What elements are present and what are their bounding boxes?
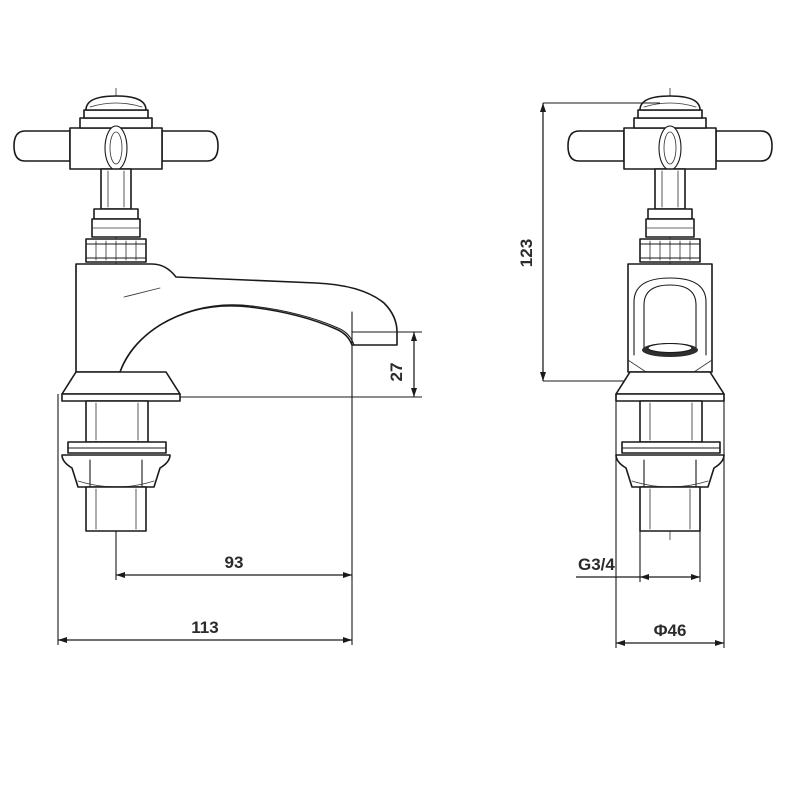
body-and-spout-side (75, 263, 398, 373)
handle-cap-tier-2 (83, 109, 149, 119)
backnut-hex (61, 454, 171, 488)
arrow-113-right (343, 637, 352, 643)
dim-label-g34: G3/4 (578, 555, 615, 574)
handle-arm-left (13, 130, 71, 162)
backnut-hex-front (615, 454, 725, 488)
arrow-phi46-right (715, 640, 724, 646)
dim-label-123: 123 (517, 239, 536, 267)
spout-arch-inner (643, 284, 697, 353)
handle-arm-right-front (715, 130, 773, 162)
spindle-shaft (100, 168, 132, 210)
handle-cap-tier-2-front (637, 109, 703, 119)
handle-arm-left-front (567, 130, 625, 162)
base-flange-side (61, 371, 181, 402)
handle-center-boss (104, 125, 128, 171)
arrow-g34-left (640, 574, 649, 580)
base-flange-front (615, 371, 725, 402)
dim-label-phi46: Φ46 (654, 621, 687, 640)
arrow-phi46-left (616, 640, 625, 646)
shank-thread-body (85, 400, 149, 443)
arrow-123-bottom (540, 372, 546, 381)
dim-label-27: 27 (387, 363, 406, 382)
collar-ring-upper-front (647, 208, 693, 220)
front-view-group (567, 88, 773, 540)
flange-plate-front (615, 393, 725, 402)
flange-taper-front (615, 371, 725, 395)
shank-assembly-front (615, 400, 725, 532)
arrow-27-top (411, 332, 417, 341)
dim-label-93: 93 (225, 553, 244, 572)
handle-arm-right (161, 130, 219, 162)
body-bottom-chamfer-left (627, 359, 647, 373)
spindle-side (100, 168, 132, 210)
arrow-123-top (540, 103, 546, 112)
handle-center-boss-front (658, 125, 682, 171)
flange-taper (61, 371, 181, 395)
tail-pipe-front (639, 486, 701, 532)
body-bottom-chamfer-right (693, 359, 713, 373)
collar-ring-upper (93, 208, 139, 220)
headwork-collar-front (639, 208, 701, 263)
flange-plate (61, 393, 181, 402)
side-view-dimensions: 27 93 113 (57, 331, 422, 645)
tail-pipe (85, 486, 147, 532)
arrow-27-bottom (411, 388, 417, 397)
shank-thread-body-front (639, 400, 703, 443)
spout-arch-outer (633, 277, 707, 356)
handle-center-boss-inner (109, 131, 123, 165)
dim-label-113: 113 (191, 618, 218, 637)
handle-cap-highlight (89, 102, 143, 108)
spout-underside-line (119, 304, 355, 373)
front-view-dimensions: 123 G3/4 Φ46 (517, 102, 725, 648)
arrow-g34-right (691, 574, 700, 580)
shank-assembly-side (61, 400, 171, 532)
handle-center-boss-inner-front (663, 131, 677, 165)
tap-body-front (627, 263, 713, 373)
body-shoulder-highlight (123, 287, 161, 298)
spout-outlet-aerator (647, 342, 693, 354)
handle-cap-highlight-front (643, 102, 697, 108)
cross-handle-front (567, 95, 773, 171)
tap-body-spout-outline (75, 263, 398, 373)
side-view-group (13, 88, 398, 540)
spindle-shaft-front (654, 168, 686, 210)
arrow-93-left (116, 572, 125, 578)
spindle-front (654, 168, 686, 210)
arrow-93-right (343, 572, 352, 578)
cross-handle-side (13, 95, 219, 171)
headwork-collar-side (85, 208, 147, 263)
arrow-113-left (58, 637, 67, 643)
